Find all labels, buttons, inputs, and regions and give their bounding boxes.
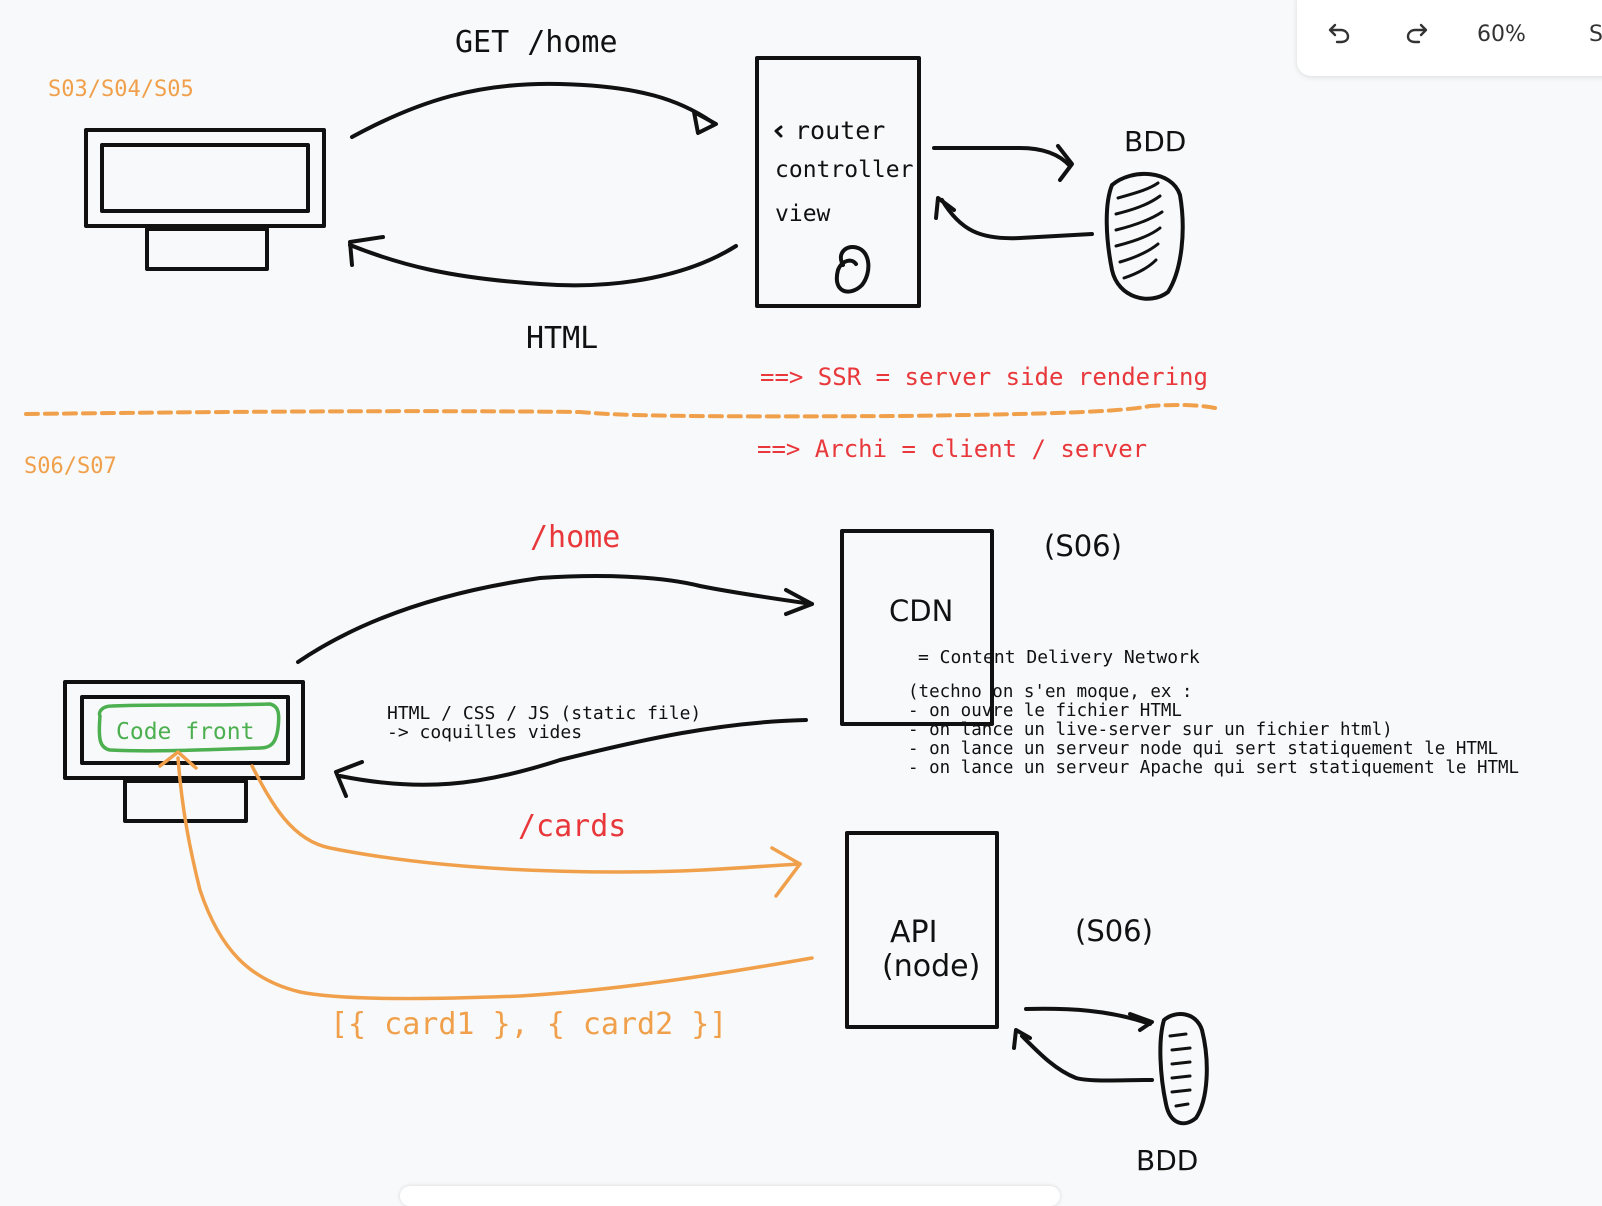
- cdn-box: [840, 529, 994, 726]
- client-monitor-icon: [84, 128, 326, 271]
- api-tag: (S06): [1075, 914, 1153, 948]
- cards-response-label: [{ card1 }, { card2 }]: [330, 1007, 727, 1042]
- cards-request-arrow: [250, 764, 802, 898]
- archi-note: ==> Archi = client / server: [757, 435, 1147, 463]
- request-label: GET /home: [455, 25, 618, 60]
- server-to-db-arrow: [932, 144, 1074, 182]
- bottom-toolbar[interactable]: [400, 1186, 1060, 1206]
- database-icon: [1104, 171, 1185, 301]
- server-line-view: view: [775, 201, 831, 227]
- db-to-server-arrow: [934, 196, 1094, 241]
- zoom-level[interactable]: 60%: [1477, 22, 1526, 47]
- home-request-label: /home: [530, 520, 620, 555]
- redo-icon: [1406, 23, 1428, 44]
- db-label-bottom: BDD: [1136, 1144, 1198, 1177]
- zoom-toolbar: 60% S: [1297, 0, 1602, 76]
- cards-request-label: /cards: [518, 809, 626, 844]
- cdn-detail-line: (techno on s'en moque, ex :: [908, 682, 1192, 702]
- section-divider: [24, 402, 1217, 419]
- toolbar-cut-label[interactable]: S: [1589, 22, 1602, 47]
- api-box: [845, 831, 999, 1029]
- cdn-details: (techno on s'en moque, ex : - on ouvre l…: [908, 682, 1519, 778]
- cdn-label: CDN: [889, 594, 953, 628]
- cdn-detail-line: - on ouvre le fichier HTML: [908, 701, 1182, 721]
- static-response-arrow: [334, 718, 808, 798]
- cdn-detail-line: - on lance un serveur node qui sert stat…: [908, 739, 1498, 759]
- db-label-top: BDD: [1124, 125, 1186, 158]
- api-to-db-arrow: [1024, 1006, 1154, 1032]
- db-to-api-arrow: [1012, 1028, 1154, 1083]
- static-response-line-2: -> coquilles vides: [387, 722, 582, 743]
- cards-response-arrow: [158, 750, 814, 1001]
- cdn-tag: (S06): [1044, 529, 1122, 563]
- undo-icon: [1328, 23, 1350, 44]
- ssr-note: ==> SSR = server side rendering: [760, 363, 1208, 391]
- cdn-detail-line: - on lance un serveur Apache qui sert st…: [908, 758, 1519, 778]
- undo-button[interactable]: [1319, 12, 1359, 52]
- home-request-arrow: [296, 574, 814, 664]
- database-2-icon: [1158, 1012, 1209, 1126]
- code-front-label: Code front: [116, 719, 254, 745]
- code-front-highlight: [97, 702, 281, 753]
- cdn-desc: = Content Delivery Network: [918, 647, 1200, 668]
- response-arrow: [348, 235, 738, 288]
- server-box: [755, 56, 921, 308]
- api-label: API: [890, 915, 937, 950]
- server-line-router: router: [795, 116, 885, 145]
- response-label: HTML: [526, 321, 598, 356]
- cdn-detail-line: - on lance un live-server sur un fichier…: [908, 720, 1393, 740]
- redo-button[interactable]: [1397, 12, 1437, 52]
- server-line-controller: controller: [775, 157, 913, 183]
- api-sublabel: (node): [882, 949, 980, 984]
- section2-label: S06/S07: [24, 454, 117, 479]
- section1-label: S03/S04/S05: [48, 77, 194, 102]
- static-response-line-1: HTML / CSS / JS (static file): [387, 703, 701, 724]
- request-arrow: [350, 81, 718, 139]
